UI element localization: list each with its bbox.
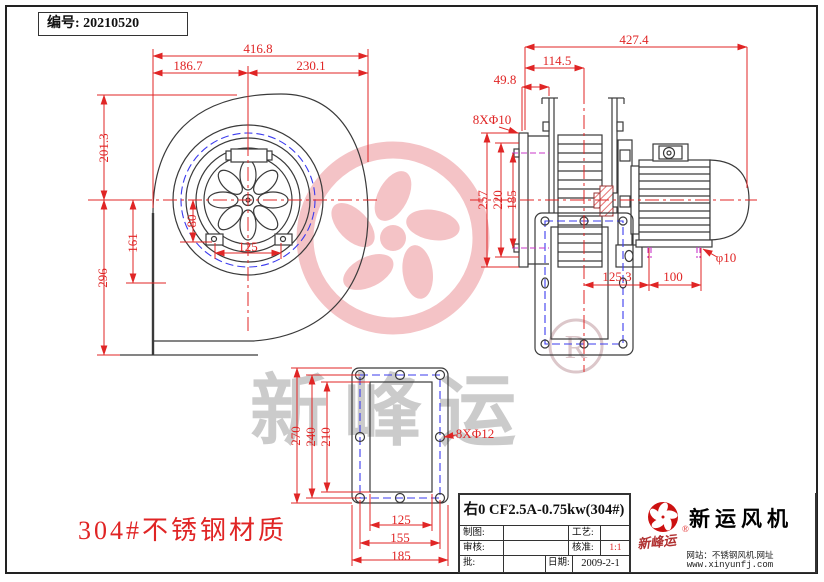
scale-value: 1:1 xyxy=(609,543,622,553)
dimension-label-front: 201.3 xyxy=(96,133,111,163)
material-note: 304#不锈钢材质 xyxy=(78,516,288,545)
sheet-border xyxy=(5,5,818,574)
dimension-label-side: 114.5 xyxy=(542,53,572,68)
dimension-label-front: 80 xyxy=(184,214,199,228)
registered-mark: ® xyxy=(682,524,689,534)
dimension-label-flange: 125 xyxy=(391,512,411,527)
dimension-label-side: 49.8 xyxy=(493,72,517,87)
watermark-fan-logo-icon xyxy=(296,141,490,335)
date-value: 2009-2-1 xyxy=(581,558,620,569)
dimension-label-flange: 210 xyxy=(318,427,333,447)
company-name: 新运风机 xyxy=(689,507,793,531)
website-label: 网站：不锈钢风机.网址 xyxy=(686,550,774,560)
website-url: www.xinyunfj.com xyxy=(686,560,774,570)
dimension-label-side: φ10 xyxy=(715,250,737,265)
approve-label: 批: xyxy=(463,558,476,568)
dimension-label-front: 296 xyxy=(95,268,110,288)
process-label: 工艺: xyxy=(572,528,594,538)
check-label: 审核: xyxy=(463,543,485,553)
watermark-registered-letter: R xyxy=(565,329,588,366)
serial-number-box: 编号: 20210520 xyxy=(38,12,188,36)
dimension-label-side: 125.3 xyxy=(602,269,632,284)
dimension-label-side: 8XΦ10 xyxy=(472,112,512,127)
dimension-label-flange: 155 xyxy=(390,530,410,545)
side-view xyxy=(512,97,750,356)
dimension-label-front: 230.1 xyxy=(296,58,326,73)
ratify-label: 核准: xyxy=(572,543,594,553)
dimension-label-side: 185 xyxy=(504,190,519,210)
dimension-label-side: 257 xyxy=(475,190,490,210)
dimension-label-flange: 270 xyxy=(288,426,303,446)
center-lines xyxy=(88,90,757,372)
product-name: 右0 CF2.5A-0.75kw(304#) xyxy=(463,502,625,518)
dimension-label-side: 427.4 xyxy=(619,32,649,47)
dimension-label-flange: 185 xyxy=(391,548,411,563)
dimension-label-front: 416.8 xyxy=(243,41,273,56)
date-label: 日期: xyxy=(548,558,570,568)
dimension-label-side: 100 xyxy=(663,269,683,284)
draw-label: 制图: xyxy=(463,528,485,538)
dimension-label-front: 125 xyxy=(238,239,258,254)
dimension-lines xyxy=(97,43,748,566)
company-fan-logo-icon xyxy=(648,502,678,532)
dimension-label-flange: 240 xyxy=(303,427,318,447)
dimension-label-front: 161 xyxy=(125,233,140,253)
front-view xyxy=(120,93,369,356)
dimension-label-front: 186.7 xyxy=(173,58,203,73)
dimension-label-flange: 8XΦ12 xyxy=(455,426,495,441)
watermark-registered-icon: R xyxy=(548,318,604,374)
